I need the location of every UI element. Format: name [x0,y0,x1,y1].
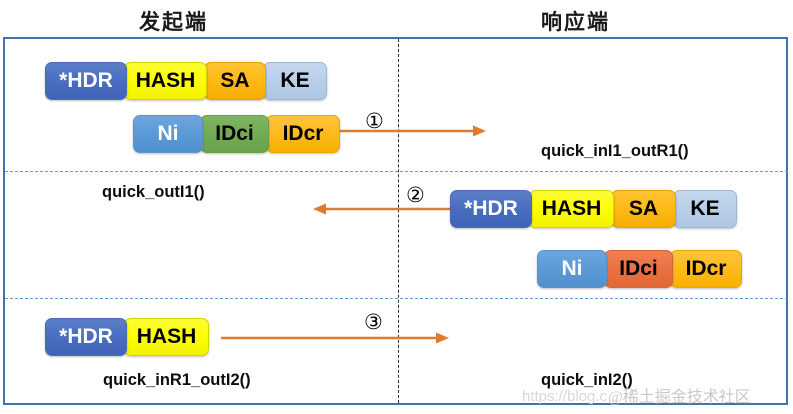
packet-cell-hash: HASH [124,318,209,356]
function-label-quick-ini1-outr1: quick_inI1_outR1() [541,142,689,160]
center-divider-line [398,39,399,403]
function-label-quick-ini2: quick_inI2() [541,371,633,389]
function-label-quick-outi1: quick_outI1() [102,183,205,201]
packet-cell-idci: IDci [604,250,673,288]
arrow-step-2 [313,203,455,215]
row-divider-1 [5,171,788,172]
step-number-2: ② [406,183,425,207]
packet-cell-hash: HASH [124,62,207,100]
packet-cell-idcr: IDcr [670,250,742,288]
packet-cell-sa: SA [204,62,266,100]
packet-cell-hdr: *HDR [45,318,127,356]
row-2-packet-group-1: *HDR HASH SA KE [450,190,737,228]
arrow-step-1 [338,125,486,137]
packet-cell-idcr: IDcr [266,115,340,153]
packet-cell-sa: SA [611,190,676,228]
packet-cell-hdr: *HDR [450,190,532,228]
packet-cell-ke: KE [263,62,327,100]
packet-cell-ke: KE [673,190,737,228]
row-divider-2 [5,298,788,299]
function-label-quick-inr1-outi2: quick_inR1_outI2() [103,371,251,389]
column-header-initiator: 发起端 [139,10,208,34]
packet-cell-idci: IDci [200,115,269,153]
packet-cell-ni: Ni [133,115,203,153]
packet-cell-ni: Ni [537,250,607,288]
row-1-packet-group-1: *HDR HASH SA KE [45,62,327,100]
column-header-responder: 响应端 [541,10,610,34]
row-2-packet-group-2: Ni IDci IDcr [537,250,742,288]
step-number-1: ① [365,109,384,133]
row-1-packet-group-2: Ni IDci IDcr [133,115,340,153]
packet-cell-hdr: *HDR [45,62,127,100]
step-number-3: ③ [364,310,383,334]
packet-cell-hash: HASH [529,190,614,228]
row-3-packet-group-1: *HDR HASH [45,318,209,356]
arrow-step-3 [221,332,449,344]
